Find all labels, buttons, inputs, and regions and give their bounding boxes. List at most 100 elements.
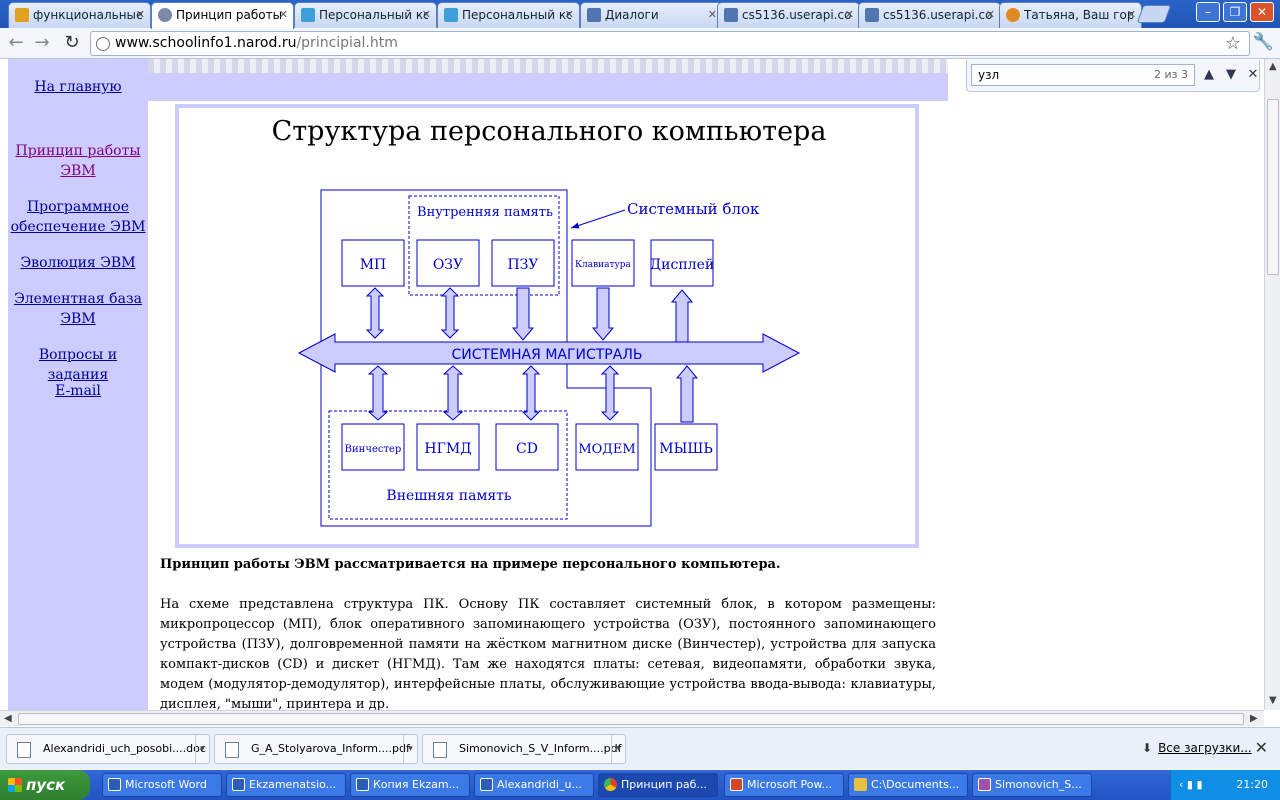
nav-email-link[interactable]: E-mail <box>55 383 101 399</box>
vertical-scroll-thumb[interactable] <box>1267 99 1279 275</box>
taskbar-item[interactable]: Ekzamenatsio... <box>226 773 346 797</box>
arrow-mp <box>365 287 385 339</box>
box-mp <box>341 239 405 287</box>
horizontal-scrollbar[interactable]: ◀ ▶ <box>0 710 1264 726</box>
tab-label: cs5136.userapi.com <box>742 8 851 22</box>
box-display-label: Дисплей <box>650 257 714 273</box>
box-ozu-label: ОЗУ <box>433 257 463 273</box>
wrench-icon[interactable]: 🔧 <box>1252 32 1274 52</box>
page-viewport: На главную Принцип работы ЭВМ Программно… <box>0 59 1264 710</box>
tab-favicon-icon <box>444 8 458 22</box>
taskbar-label: Копия Ekzam... <box>373 778 460 791</box>
find-input[interactable]: узл 2 из 3 <box>971 64 1195 86</box>
reload-icon[interactable]: ↻ <box>64 32 80 53</box>
bus-connectors <box>365 287 699 423</box>
tab-close-icon[interactable]: ✕ <box>985 8 995 21</box>
powerpoint-icon <box>730 778 743 791</box>
tab-5[interactable]: Диалоги ✕ <box>580 2 723 28</box>
pdf-reader-icon <box>978 778 991 791</box>
box-pzu-label: ПЗУ <box>507 257 538 273</box>
diagram-svg: Структура персонального компьютера Внутр… <box>272 116 827 527</box>
taskbar-item[interactable]: Microsoft Word <box>102 773 222 797</box>
address-bar[interactable]: www.schoolinfo1.narod.ru/principial.htm … <box>90 31 1250 56</box>
tab-close-icon[interactable]: ✕ <box>564 8 574 21</box>
pc-structure-diagram: Структура персонального компьютера Внутр… <box>175 104 919 548</box>
tab-7[interactable]: cs5136.userapi.com ✕ <box>858 2 1001 28</box>
start-button[interactable]: пуск <box>0 770 90 800</box>
maximize-icon[interactable]: ❐ <box>1223 2 1247 22</box>
box-pzu <box>491 239 555 287</box>
arrow-pzu <box>511 287 535 341</box>
diagram-title: Структура персонального компьютера <box>272 116 827 147</box>
nav-home-link[interactable]: На главную <box>34 79 122 95</box>
system-bus-label: СИСТЕМНАЯ МАГИСТРАЛЬ <box>452 347 643 363</box>
box-display <box>650 239 714 287</box>
taskbar-item[interactable]: Alexandridi_u... <box>474 773 594 797</box>
folder-icon <box>854 778 867 791</box>
scroll-up-icon[interactable]: ▲ <box>1269 61 1277 72</box>
nav-questions-link[interactable]: Вопросы и задания <box>38 347 118 383</box>
nav-principle-link[interactable]: Принцип работы ЭВМ <box>15 143 141 179</box>
taskbar-item[interactable]: Microsoft Pow... <box>724 773 844 797</box>
window-controls: – ❐ ✕ <box>1196 2 1274 22</box>
taskbar-item[interactable]: Копия Ekzam... <box>350 773 470 797</box>
nav-software-link[interactable]: Программное обеспечение ЭВМ <box>10 199 146 235</box>
arrow-hdd <box>367 365 389 421</box>
download-item[interactable]: Simonovich_S_V_Inform....pdf ▾ <box>422 734 626 764</box>
globe-icon <box>96 37 110 51</box>
minimize-icon[interactable]: – <box>1196 2 1220 22</box>
tab-4[interactable]: Персональный ко... ✕ <box>437 2 580 28</box>
tab-close-icon[interactable]: ✕ <box>844 8 854 21</box>
system-unit-label: Системный блок <box>627 200 760 218</box>
scroll-right-icon[interactable]: ▶ <box>1250 713 1258 724</box>
tab-1[interactable]: функциональные схемы ✕ <box>8 2 151 28</box>
tab-label: Персональный ко... <box>462 8 571 22</box>
horizontal-scroll-thumb[interactable] <box>18 713 1244 725</box>
forward-arrow-icon[interactable]: → <box>34 32 50 53</box>
download-item[interactable]: G_A_Stolyarova_Inform....pdf ▾ <box>214 734 418 764</box>
tab-close-icon[interactable]: ✕ <box>421 8 431 21</box>
new-tab-button[interactable] <box>1136 5 1172 23</box>
tab-2[interactable]: Принцип работы ЭВМ ✕ <box>151 2 294 29</box>
bookmark-star-icon[interactable]: ☆ <box>1224 33 1241 54</box>
tray-icons[interactable]: ‹ ▮ ▮ <box>1179 778 1203 791</box>
all-downloads-link[interactable]: Все загрузки... <box>1142 741 1252 755</box>
find-close-icon[interactable]: ✕ <box>1247 67 1259 82</box>
tab-close-icon[interactable]: ✕ <box>278 8 288 21</box>
box-mouse-label: МЫШЬ <box>659 441 713 457</box>
download-menu-icon[interactable]: ▾ <box>611 735 625 763</box>
box-ozu <box>416 239 480 287</box>
system-unit-pointer <box>570 209 626 229</box>
tab-favicon-icon <box>1006 8 1020 22</box>
inner-memory-frame <box>408 195 560 296</box>
find-next-icon[interactable]: ▼ <box>1226 67 1236 82</box>
tab-favicon-icon <box>301 8 315 22</box>
tab-close-icon[interactable]: ✕ <box>1126 8 1136 21</box>
tab-close-icon[interactable]: ✕ <box>707 8 717 21</box>
vertical-scrollbar[interactable]: ▲ ▼ <box>1264 59 1280 710</box>
url-host: www.schoolinfo1.narod.ru <box>115 35 297 51</box>
tab-close-icon[interactable]: ✕ <box>135 8 145 21</box>
find-prev-icon[interactable]: ▲ <box>1204 67 1214 82</box>
download-item[interactable]: Alexandridi_uch_posobi....doc ▾ <box>6 734 210 764</box>
scroll-left-icon[interactable]: ◀ <box>4 713 12 724</box>
tab-8[interactable]: Татьяна, Ваш горо... ✕ <box>999 2 1142 28</box>
tab-3[interactable]: Персональный ко... ✕ <box>294 2 437 28</box>
tab-strip: функциональные схемы ✕ Принцип работы ЭВ… <box>0 0 1280 29</box>
nav-evolution-link[interactable]: Эволюция ЭВМ <box>20 255 136 271</box>
tab-label: Принцип работы ЭВМ <box>176 8 285 22</box>
download-menu-icon[interactable]: ▾ <box>195 735 209 763</box>
box-modem-label: МОДЕМ <box>578 442 635 457</box>
taskbar-item[interactable]: C:\Documents... <box>848 773 968 797</box>
word-doc-icon <box>17 742 31 758</box>
taskbar-item[interactable]: Принцип раб... <box>598 773 718 797</box>
nav-elements-link[interactable]: Элементная база ЭВМ <box>14 291 142 327</box>
download-menu-icon[interactable]: ▾ <box>403 735 417 763</box>
back-arrow-icon[interactable]: ← <box>8 32 24 53</box>
close-window-icon[interactable]: ✕ <box>1250 2 1274 22</box>
taskbar-item[interactable]: Simonovich_S... <box>972 773 1092 797</box>
tab-6[interactable]: cs5136.userapi.com ✕ <box>717 2 860 28</box>
tab-label: функциональные схемы <box>33 8 142 22</box>
close-shelf-icon[interactable]: ✕ <box>1254 738 1268 757</box>
scroll-down-icon[interactable]: ▼ <box>1269 695 1277 706</box>
